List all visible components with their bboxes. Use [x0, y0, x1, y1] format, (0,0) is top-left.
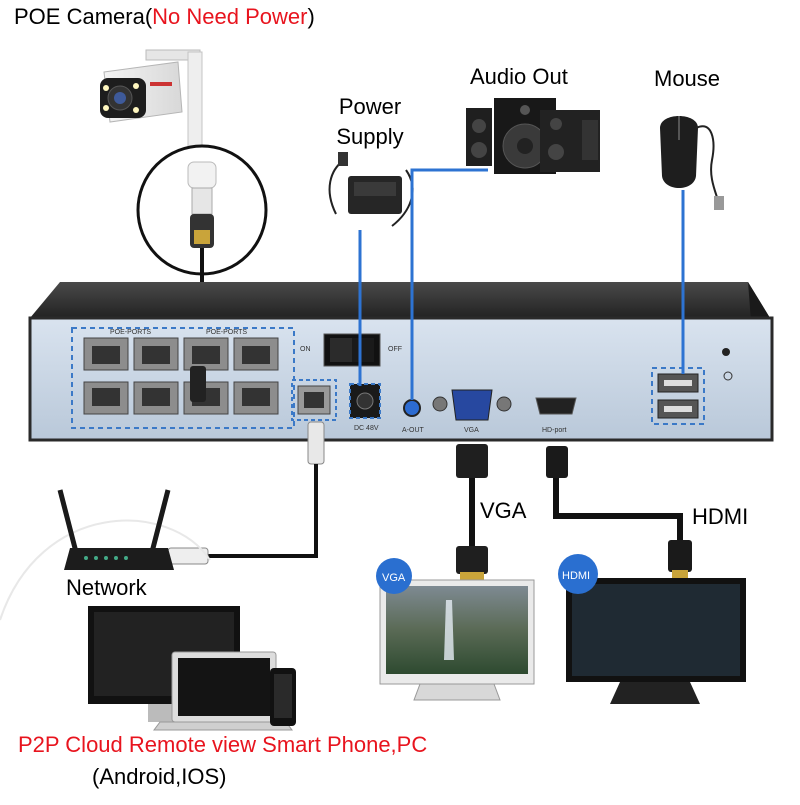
poe-port-row-top: [83, 337, 279, 371]
hdmi-cable: [546, 446, 692, 578]
camera-cable: [136, 144, 268, 401]
audio-line: [410, 168, 488, 400]
mouse-label: Mouse: [654, 66, 721, 91]
poe-plug-icon: [190, 366, 206, 402]
devices-icon: [88, 606, 296, 731]
hdmi-monitor: [558, 554, 746, 704]
vga-port: [432, 389, 512, 421]
vga-label: VGA: [480, 498, 527, 523]
poe-camera-icon: [100, 49, 203, 153]
poe-camera-label: POE Camera(No Need Power): [14, 4, 315, 29]
mouse-icon: [660, 116, 724, 210]
hdmi-port: [535, 397, 577, 415]
usb-ports: [651, 367, 705, 425]
hdmi-label: HDMI: [692, 504, 749, 529]
vga-cable: [456, 444, 488, 580]
ground-screw: [722, 348, 730, 356]
dc-jack: [349, 383, 381, 419]
ground-symbol-icon: [723, 371, 733, 381]
audio-out-jack: [403, 399, 421, 417]
audio-out-label: Audio Out: [470, 64, 568, 89]
lan-port: [291, 379, 337, 421]
vga-monitor: [376, 558, 535, 701]
os-label: (Android,IOS): [92, 764, 227, 789]
network-label: Network: [66, 575, 147, 600]
poe-ports-block: [71, 327, 295, 429]
router-icon: [0, 489, 211, 621]
p2p-cloud-label: P2P Cloud Remote view Smart Phone,PC: [18, 732, 428, 757]
power-supply-icon: [328, 152, 414, 227]
speaker-icon: [466, 98, 600, 174]
hdmi-badge: [558, 554, 598, 594]
vga-badge: [376, 558, 412, 594]
power-switch: [323, 333, 381, 367]
network-cable: [167, 421, 325, 565]
